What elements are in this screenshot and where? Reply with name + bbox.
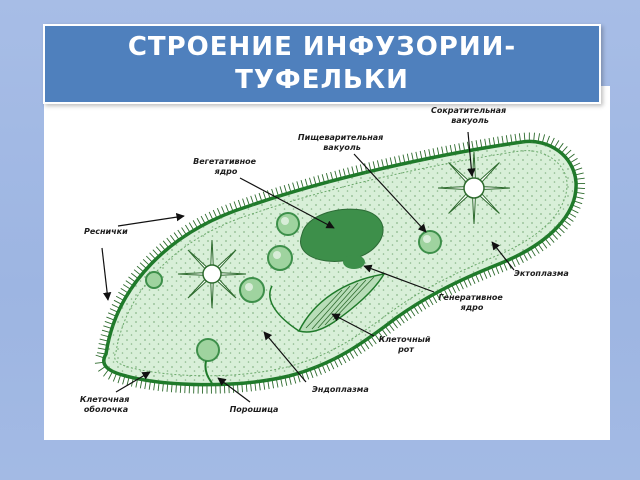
arrow-anal-pore — [217, 377, 251, 403]
digestive-vacuole — [276, 212, 300, 236]
vacuole-canal — [215, 277, 237, 299]
vacuole-canal — [472, 195, 476, 225]
vacuole-canal — [477, 191, 500, 214]
paramecium-diagram: Сократительная вакуоль Пищеварительная в… — [80, 106, 586, 414]
digestive-vacuole — [239, 277, 265, 303]
vacuole-canal — [218, 272, 247, 276]
label-ectoplasm: Эктоплазма — [514, 269, 569, 278]
vacuole-canal — [210, 280, 214, 309]
oral-groove-lines — [305, 276, 375, 330]
arrow-generative-nucleus — [363, 264, 435, 293]
slide-title: СТРОЕНИЕ ИНФУЗОРИИ-ТУФЕЛЬКИ — [43, 24, 601, 104]
arrow-cilia-1 — [117, 212, 185, 227]
vacuole-center — [202, 264, 222, 284]
arrow-endoplasm — [263, 331, 307, 383]
label-endoplasm: Эндоплазма — [312, 385, 369, 394]
label-cell-mouth: Клеточный рот — [379, 335, 434, 354]
vacuole-center — [463, 177, 485, 199]
vacuole-canal — [177, 272, 206, 276]
label-vegetative-nucleus: Вегетативное ядро — [193, 157, 259, 176]
arrow-cell-mouth — [331, 313, 375, 337]
vacuole-canal — [437, 186, 467, 190]
vacuole-canal — [187, 277, 209, 299]
ectoplasm-line — [114, 150, 568, 377]
pointer-arrows — [101, 131, 515, 403]
label-contractile-vacuole: Сократительная вакуоль — [431, 106, 509, 125]
vacuole-canal — [448, 162, 471, 185]
label-digestive-vacuole: Пищеварительная вакуоль — [298, 133, 386, 152]
diagram-panel: Сократительная вакуоль Пищеварительная в… — [44, 86, 610, 440]
arrow-digestive-vacuole — [353, 153, 427, 233]
digestive-vacuole — [418, 230, 442, 254]
slide-title-text: СТРОЕНИЕ ИНФУЗОРИИ-ТУФЕЛЬКИ — [127, 32, 517, 95]
arrow-vegetative-nucleus — [239, 177, 335, 229]
label-cell-membrane: Клеточная оболочка — [80, 395, 132, 414]
vacuole-canal — [481, 186, 511, 190]
arrow-cell-membrane — [115, 371, 151, 393]
vacuole-canal — [187, 249, 209, 271]
label-anal-pore: Порошица — [230, 405, 279, 414]
digestive-vacuole — [196, 338, 220, 362]
vegetative-nucleus — [300, 208, 384, 262]
arrow-ectoplasm — [491, 241, 515, 271]
vacuole-canal — [448, 191, 471, 214]
contractile-vacuole-front — [437, 151, 511, 225]
label-generative-nucleus: Генеративное ядро — [438, 293, 505, 312]
vacuole-canal — [210, 239, 214, 268]
label-cilia: Реснички — [84, 227, 128, 236]
digestive-vacuole — [145, 271, 163, 289]
generative-nucleus — [343, 255, 365, 269]
anal-pore — [204, 360, 213, 384]
vacuole-canal — [477, 162, 500, 185]
contractile-vacuole-back — [177, 239, 247, 309]
vacuole-canal — [215, 249, 237, 271]
arrow-cilia-2 — [101, 247, 112, 301]
pharynx — [269, 285, 300, 332]
digestive-vacuole — [267, 245, 293, 271]
arrow-contractile-vacuole — [467, 131, 476, 177]
